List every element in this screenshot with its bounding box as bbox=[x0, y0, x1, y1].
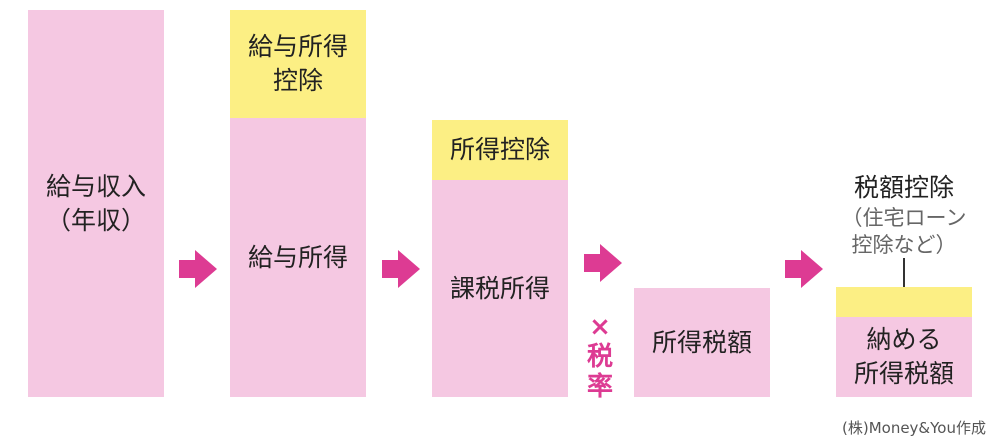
gross-income-label: 給与収入 （年収） bbox=[45, 171, 146, 235]
tax-credit-title: 税額控除 bbox=[853, 173, 954, 202]
income-tax-label: 所得税額 bbox=[651, 327, 752, 357]
taxable-income-box: 課税所得 bbox=[432, 180, 568, 397]
connector-line bbox=[903, 258, 905, 298]
income-deduction-label: 所得控除 bbox=[449, 135, 550, 164]
tax-payable-box: 納める 所得税額 bbox=[836, 317, 972, 397]
tax-payable-label: 納める 所得税額 bbox=[853, 325, 954, 388]
arrow-right-icon bbox=[584, 244, 622, 282]
tax-credit-box bbox=[836, 287, 972, 317]
arrow-right-icon bbox=[785, 250, 823, 288]
gross-income-box: 給与収入 （年収） bbox=[28, 10, 164, 397]
tax-credit-note: （住宅ローン 控除など） bbox=[841, 206, 967, 257]
credit-text: (株)Money&You作成 bbox=[842, 419, 986, 437]
income-deduction-box: 所得控除 bbox=[432, 120, 568, 180]
employment-deduction-box: 給与所得 控除 bbox=[230, 10, 366, 118]
arrow-right-icon bbox=[382, 250, 420, 288]
employment-income-box: 給与所得 bbox=[230, 118, 366, 397]
taxable-income-label: 課税所得 bbox=[449, 273, 550, 303]
employment-deduction-label: 給与所得 控除 bbox=[247, 32, 348, 95]
income-tax-box: 所得税額 bbox=[634, 288, 770, 397]
employment-income-label: 給与所得 bbox=[247, 242, 348, 272]
tax-rate-label: × 税 率 bbox=[586, 312, 613, 402]
arrow-right-icon bbox=[179, 250, 217, 288]
